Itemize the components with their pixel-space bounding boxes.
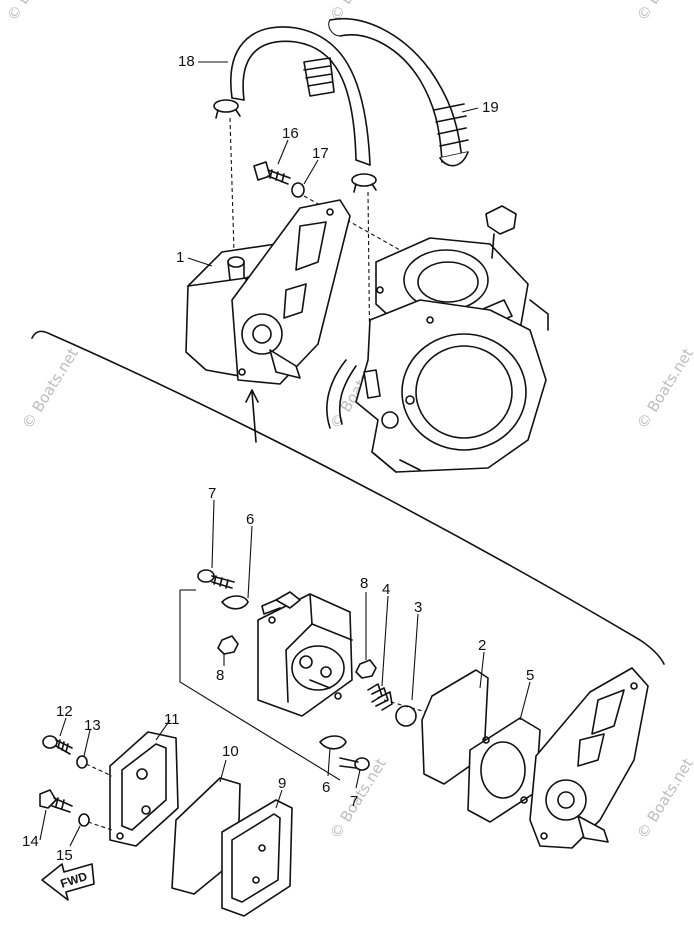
clip-6-top (221, 595, 249, 610)
watermark-top-1: © Boats.net (3, 0, 67, 24)
watermark-top-3: © Boats.net (633, 0, 694, 24)
screw-7-bottom (339, 757, 370, 771)
callout-17: 17 (312, 145, 329, 162)
callout-9: 9 (278, 775, 286, 792)
callout-13: 13 (84, 717, 101, 734)
callout-18: 18 (178, 53, 195, 70)
nut-8-left (217, 635, 239, 655)
diaphragm-9 (221, 799, 293, 917)
nut-8-right (355, 659, 377, 679)
watermark-bot-2: © Boats.net (633, 755, 694, 842)
pump-base-plate (529, 667, 649, 849)
leader-bolt-to-pump (303, 195, 401, 251)
pump-body (257, 591, 353, 717)
washer-13 (76, 755, 88, 769)
cap-3 (395, 705, 417, 727)
screw-14 (39, 789, 73, 813)
pump-cover-11 (109, 731, 179, 847)
leader-clip-to-pump (229, 117, 235, 253)
assembly-arrow (251, 391, 257, 443)
leader-bottom-1 (85, 763, 113, 777)
callout-6-top: 6 (246, 511, 254, 528)
callout-8-right: 8 (360, 575, 368, 592)
assembly-arrow-head (245, 389, 259, 403)
callout-7-bottom: 7 (350, 793, 358, 810)
callout-2: 2 (478, 637, 486, 654)
callout-14: 14 (22, 833, 39, 850)
exploded-bracket (179, 590, 341, 781)
callout-15: 15 (56, 847, 73, 864)
section-divider-line (31, 330, 665, 665)
carburetor (326, 205, 549, 473)
callout-11: 11 (164, 711, 180, 728)
washer-15 (78, 813, 90, 827)
callout-6-bottom: 6 (322, 779, 330, 796)
hose-clip-right (351, 173, 377, 193)
callout-7-top: 7 (208, 485, 216, 502)
callout-3: 3 (414, 599, 422, 616)
callout-12: 12 (56, 703, 73, 720)
callout-4: 4 (382, 581, 390, 598)
fuel-pump-assembly (185, 199, 351, 385)
screw-12 (42, 735, 73, 755)
callout-5: 5 (526, 667, 534, 684)
bolt-16 (253, 161, 291, 185)
clip-6-bottom (319, 735, 347, 750)
leader-bottom-3 (383, 699, 427, 713)
callout-16: 16 (282, 125, 299, 142)
forward-arrow-icon: FWD (41, 863, 95, 901)
vent-hose-19 (303, 18, 469, 167)
callout-1: 1 (176, 249, 184, 266)
hose-clip-left (213, 99, 241, 119)
callout-8-left: 8 (216, 667, 224, 684)
spring-4 (367, 683, 393, 711)
watermark-mid-2: © Boats.net (633, 345, 694, 432)
callout-labels: 1 2 3 4 5 6 6 7 7 8 8 9 10 11 12 13 14 1… (22, 53, 534, 864)
callout-leaders (39, 61, 531, 847)
screw-7-top (197, 569, 235, 589)
washer-17 (291, 182, 305, 198)
callout-19: 19 (482, 99, 499, 116)
watermark-left: © Boats.net (18, 345, 82, 432)
callout-10: 10 (222, 743, 239, 760)
fuel-hose-18 (230, 26, 371, 166)
leader-bottom-2 (87, 821, 113, 831)
